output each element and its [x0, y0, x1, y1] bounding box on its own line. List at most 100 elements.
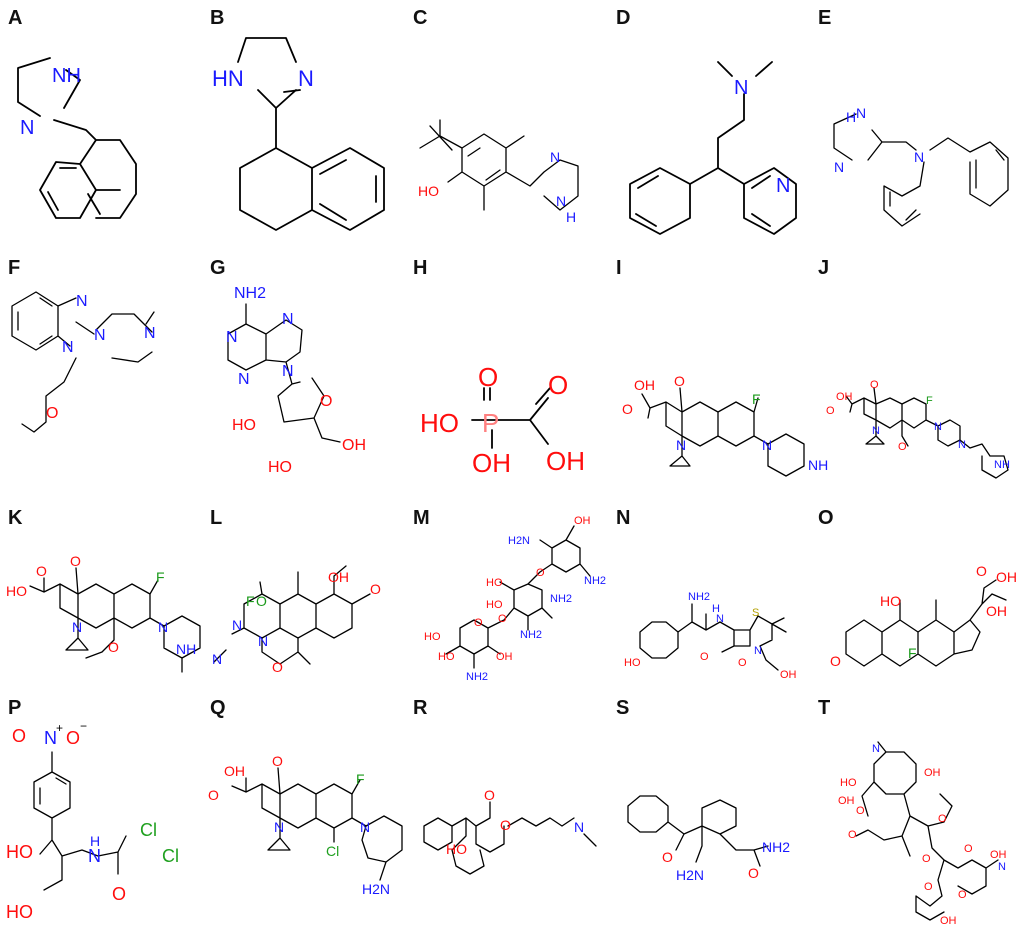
atom-m-4: NH2: [550, 593, 572, 605]
atom-m-3: O: [536, 567, 545, 579]
atom-l-5: N: [232, 617, 242, 633]
panel-label-d: D: [616, 7, 630, 29]
panel-label-k: K: [8, 507, 23, 529]
atom-p-2: +: [56, 721, 63, 735]
atom-s-3: O: [748, 865, 759, 881]
atom-m-1: OH: [574, 515, 591, 527]
molecule-t: N HO OH OH O O O O OH N O O OH O: [838, 741, 1007, 927]
molecule-i: OH O O F N N NH: [622, 373, 828, 477]
atom-p-8: H: [90, 833, 100, 849]
panel-label-q: Q: [210, 697, 226, 719]
atom-m-10: HO: [438, 651, 455, 663]
molecule-d: N N: [629, 61, 797, 235]
atom-t-3: OH: [838, 795, 855, 807]
atom-g-4: N: [282, 363, 294, 380]
atom-i-0: OH: [634, 377, 655, 393]
panel-label-i: I: [616, 257, 622, 279]
molecule-g: NH2 N N N N O HO HO OH: [226, 285, 366, 476]
atom-g-7: HO: [268, 459, 292, 476]
atom-f-3: N: [144, 325, 156, 342]
atom-j-3: F: [926, 395, 933, 407]
molecule-k: HO O O F N N O NH: [6, 553, 201, 673]
atom-l-6: N: [212, 651, 222, 667]
atom-t-2: OH: [924, 767, 941, 779]
atom-p-10: HO: [6, 902, 33, 922]
atom-n-7: O: [738, 657, 747, 669]
atom-g-1: N: [226, 329, 238, 346]
atom-o-5: F: [908, 645, 917, 661]
atom-l-2: O: [370, 581, 381, 597]
atom-c-2: N: [556, 193, 566, 209]
atom-p-5: Cl: [140, 820, 157, 840]
atom-h-0: O: [478, 362, 498, 392]
atom-q-5: N: [360, 819, 370, 835]
atom-s-0: O: [662, 849, 673, 865]
atom-c-1: N: [550, 149, 560, 165]
molecule-q: OH O O F N N Cl H2N: [208, 753, 403, 897]
atom-h-2: HO: [420, 408, 459, 438]
atom-m-7: O: [498, 613, 507, 625]
molecule-e: H N N N: [833, 105, 1009, 227]
atom-j-6: N: [958, 439, 966, 451]
atom-j-4: N: [872, 425, 880, 437]
molecule-a: NH N: [17, 57, 137, 219]
atom-j-1: O: [826, 405, 835, 417]
atom-o-2: HO: [880, 593, 901, 609]
atom-m-11: OH: [496, 651, 513, 663]
atom-t-11: O: [924, 881, 933, 893]
atom-t-13: O: [958, 889, 967, 901]
atom-i-4: N: [676, 437, 686, 453]
atom-o-4: O: [976, 563, 987, 579]
atom-i-1: O: [622, 401, 633, 417]
molecule-m: H2N OH HO O NH2 NH2 HO O O HO HO OH NH2 …: [424, 515, 606, 683]
molecule-p: O N + O − Cl HO N H Cl HO O: [6, 719, 179, 922]
panel-label-a: A: [8, 7, 22, 29]
atom-m-13: NH2: [466, 671, 488, 683]
atom-n-2: N: [716, 613, 724, 625]
atom-r-1: O: [500, 817, 511, 833]
atom-h-3: P: [482, 408, 499, 438]
panel-label-o: O: [818, 507, 834, 529]
atom-n-1: H: [712, 603, 720, 615]
atom-p-0: O: [12, 726, 26, 746]
atom-t-1: HO: [840, 777, 857, 789]
atom-k-0: HO: [6, 583, 27, 599]
atom-p-11: O: [112, 884, 126, 904]
atom-g-3: N: [282, 311, 294, 328]
atom-l-3: F: [246, 593, 255, 609]
atom-n-0: NH2: [688, 591, 710, 603]
atom-h-1: O: [548, 370, 568, 400]
atom-n-3: S: [752, 607, 759, 619]
atom-k-3: F: [156, 569, 165, 585]
panel-label-g: G: [210, 257, 226, 279]
atom-o-1: OH: [996, 569, 1017, 585]
molecule-b: HN N: [212, 37, 385, 231]
atom-h-5: OH: [546, 446, 585, 476]
atom-m-5: NH2: [584, 575, 606, 587]
atom-l-1: OH: [328, 569, 349, 585]
molecule-c: HO N N H: [418, 119, 579, 225]
panel-label-t: T: [818, 697, 830, 719]
atom-l-4: N: [258, 633, 268, 649]
atom-t-9: N: [998, 861, 1006, 873]
atom-s-2: H2N: [676, 867, 704, 883]
atom-i-6: NH: [808, 457, 828, 473]
atom-e-1: N: [856, 105, 866, 121]
atom-c-3: H: [566, 209, 576, 225]
atom-e-2: N: [834, 159, 844, 175]
atom-b-0: HN: [212, 66, 244, 91]
atom-b-1: N: [298, 66, 314, 91]
atom-g-2: N: [238, 371, 250, 388]
atom-i-3: F: [752, 391, 761, 407]
atom-r-3: HO: [446, 841, 467, 857]
panel-label-m: M: [413, 507, 430, 529]
atom-g-0: NH2: [234, 285, 266, 302]
atom-p-4: −: [80, 719, 87, 733]
atom-m-2: HO: [486, 577, 503, 589]
atom-q-3: F: [356, 771, 365, 787]
atom-p-1: N: [44, 728, 57, 748]
atom-a-0: NH: [52, 65, 81, 87]
panel-label-h: H: [413, 257, 427, 279]
atom-n-6: N: [754, 645, 762, 657]
